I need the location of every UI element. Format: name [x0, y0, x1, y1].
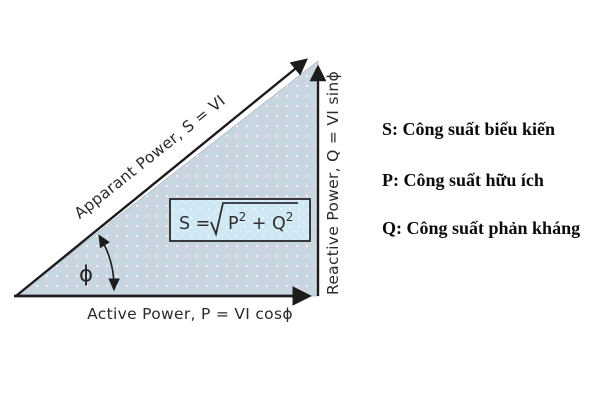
vertical-label: Reactive Power, Q = VI sinϕ: [324, 71, 342, 295]
angle-arc: [98, 234, 120, 292]
legend: S: Công suất biểu kiến P: Công suất hữu …: [382, 0, 597, 400]
legend-item-reactive-power: Q: Công suất phản kháng: [382, 218, 581, 238]
formula-operator: +: [246, 214, 272, 234]
triangle-fill: [15, 60, 319, 297]
radical-sign: [210, 202, 298, 237]
base-label: Active Power, P = VI cosϕ: [87, 305, 293, 323]
formula-term1-base: P: [228, 214, 239, 234]
legend-item-active-power: P: Công suất hữu ích: [382, 170, 544, 190]
formula-term1-exponent: 2: [239, 210, 247, 224]
formula-term2-base: Q: [272, 214, 286, 234]
formula-radicand: P2 + Q2: [228, 210, 293, 234]
legend-item-apparent-power: S: Công suất biểu kiến: [382, 119, 556, 139]
angle-phi-symbol: ϕ: [79, 262, 93, 286]
formula-box: S = P2 + Q2: [169, 198, 311, 242]
hypotenuse-arrow: [15, 58, 308, 297]
formula-box-background: [169, 198, 311, 242]
formula-term2-exponent: 2: [286, 210, 294, 224]
formula-lhs: S =: [179, 214, 210, 234]
